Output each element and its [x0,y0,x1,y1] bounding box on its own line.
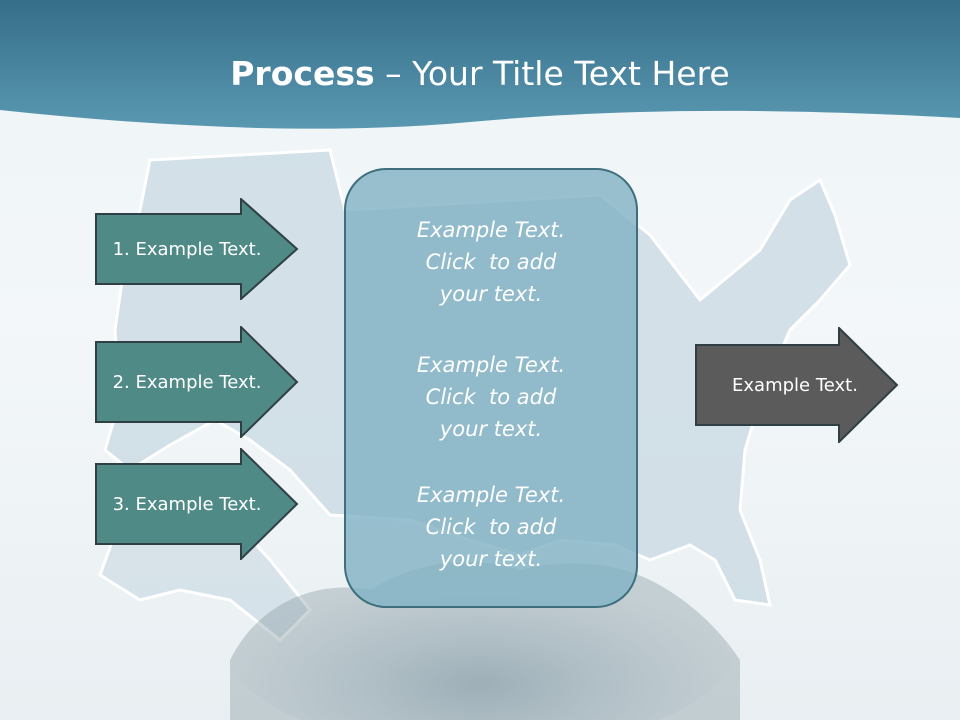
center-text-block-3: Example Text. Click to add your text. [346,479,636,575]
result-label: Example Text. [732,374,858,396]
right-arrow-icon [95,326,299,438]
center-text-line: your text. [439,417,543,441]
center-text-line: your text. [439,282,543,306]
page-title: Process – Your Title Text Here [0,52,960,96]
process-step-label: 2. Example Text. [112,371,262,393]
process-step-label: 3. Example Text. [112,493,262,515]
center-text-line: your text. [439,547,543,571]
header-band [0,0,960,129]
process-step-arrow-1[interactable]: 1. Example Text. [95,198,299,300]
center-text-line: Example Text. [416,218,566,242]
right-arrow-icon [695,327,899,443]
process-step-label: 1. Example Text. [112,238,262,260]
center-text-line: Example Text. [416,353,566,377]
center-text-block-1: Example Text. Click to add your text. [346,214,636,310]
center-text-line: Click to add [425,250,557,274]
right-arrow-icon [95,198,299,300]
title-rest: – Your Title Text Here [374,54,730,93]
process-step-arrow-3[interactable]: 3. Example Text. [95,448,299,560]
center-text-line: Example Text. [416,483,566,507]
center-text-block-2: Example Text. Click to add your text. [346,349,636,445]
right-arrow-icon [95,448,299,560]
result-arrow[interactable]: Example Text. [695,327,899,443]
title-bold: Process [230,54,375,93]
center-text-box[interactable]: Example Text. Click to add your text. Ex… [344,168,638,608]
center-text-line: Click to add [425,515,557,539]
center-text-line: Click to add [425,385,557,409]
process-step-arrow-2[interactable]: 2. Example Text. [95,326,299,438]
